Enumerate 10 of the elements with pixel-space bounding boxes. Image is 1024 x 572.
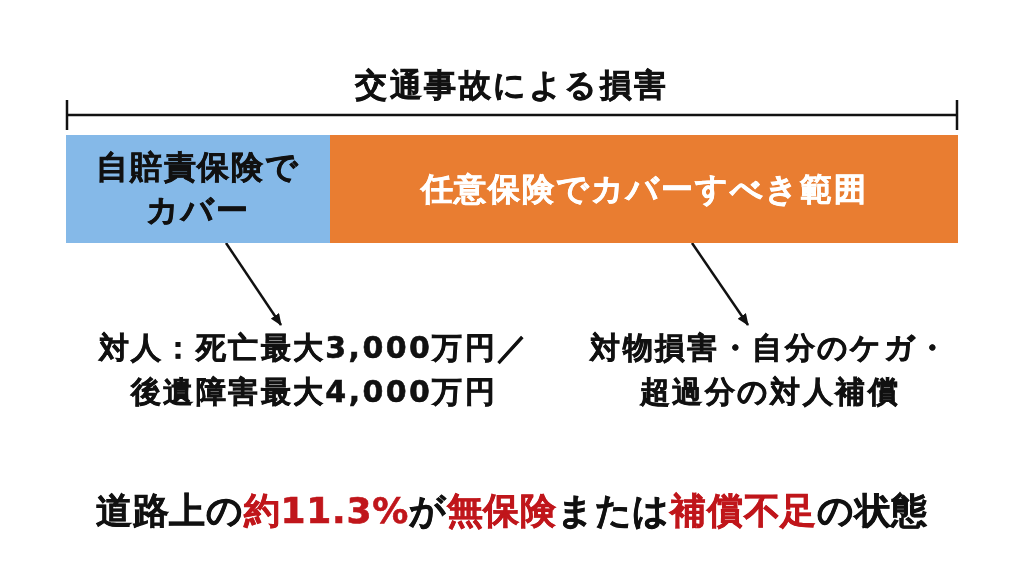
arrow — [224, 242, 283, 326]
arrow — [690, 242, 750, 326]
caption-text: 道路上の約11.3%が無保険または補償不足の状態 — [94, 489, 930, 533]
bar-segment — [330, 135, 958, 243]
title: 交通事故による損害 — [353, 66, 670, 104]
note-text: 対人：死亡最大3,000万円／後遺障害最大4,000万円 — [86, 326, 542, 414]
segment-label: 自賠責保険でカバー — [94, 147, 302, 231]
bar-segment — [66, 135, 330, 243]
segment-label: 任意保険でカバーすべき範囲 — [419, 168, 869, 210]
note-text: 対物損害・自分のケガ・超過分の対人補償 — [584, 326, 956, 414]
